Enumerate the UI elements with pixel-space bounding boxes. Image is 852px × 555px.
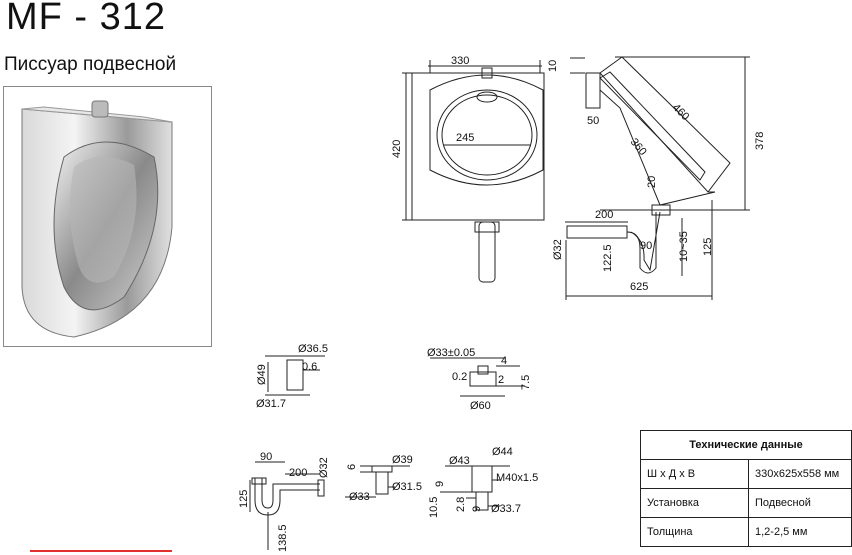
part2-height: 7.5	[520, 375, 532, 390]
part3-diameter: Ø32	[318, 457, 330, 478]
part2-drawing	[430, 357, 525, 397]
part4-right-diameter: Ø31.5	[392, 481, 422, 493]
part1-bottom-diameter: Ø31.7	[256, 398, 286, 410]
part5-top-diameter: Ø44	[492, 446, 513, 458]
part2-bottom-diameter: Ø60	[470, 400, 491, 412]
spec-label: Установка	[640, 488, 749, 518]
product-subtitle: Писсуар подвесной	[4, 54, 177, 75]
side-pipe-length-label: 200	[595, 209, 613, 221]
part5-d: 9	[471, 506, 483, 512]
table-row: Толщина 1,2-2,5 мм	[640, 517, 852, 547]
side-trap-label: 125	[702, 238, 714, 256]
part2-b: 0.2	[452, 371, 467, 383]
spec-value: Подвесной	[748, 488, 852, 518]
part4-height: 6	[346, 464, 358, 470]
side-drop-label: 122.5	[602, 244, 614, 272]
part1-thickness: 0.6	[302, 361, 317, 373]
part4-left-diameter: Ø33	[349, 491, 370, 503]
urinal-illustration	[21, 100, 173, 338]
front-bowl-label: 245	[456, 132, 474, 144]
part3-height: 125	[238, 490, 250, 508]
part2-a: 4	[501, 355, 507, 367]
side-pipe-diameter-label: Ø32	[552, 239, 564, 260]
side-adjust-label: 10~35	[678, 231, 690, 262]
part5-bottom-diameter: Ø33.7	[491, 503, 521, 515]
front-view	[402, 60, 545, 283]
specs-header-row: Технические данные	[640, 430, 852, 460]
spec-label: Ш x Д x В	[640, 459, 749, 489]
side-top-label: 10	[547, 60, 559, 72]
side-drain-label: 20	[646, 176, 658, 188]
side-offset-label: 50	[587, 115, 599, 127]
side-inner-label: 360	[628, 136, 649, 158]
accent-divider	[30, 550, 172, 552]
part5-a: 9	[434, 481, 446, 487]
spec-label: Толщина	[640, 517, 749, 547]
part5-left-diameter: Ø43	[449, 455, 470, 467]
urinal-photo	[3, 86, 212, 347]
part5-thread: M40x1.5	[496, 472, 538, 484]
side-angle-label: 90	[640, 240, 652, 252]
spec-value: 1,2-2,5 мм	[748, 517, 852, 547]
part1-height: Ø49	[256, 364, 268, 385]
table-row: Установка Подвесной	[640, 488, 852, 518]
model-title: MF - 312	[6, 0, 167, 38]
part2-top-diameter: Ø33±0.05	[427, 347, 475, 359]
part3-width: 90	[260, 451, 272, 463]
front-width-label: 330	[451, 55, 469, 67]
side-total-label: 625	[630, 281, 648, 293]
specs-heading: Технические данные	[640, 430, 852, 460]
part5-b: 10.5	[428, 497, 440, 518]
part4-top-diameter: Ø39	[392, 454, 413, 466]
side-height-label: 378	[754, 132, 766, 150]
part3-length: 200	[289, 467, 307, 479]
part2-c: 2	[498, 374, 504, 386]
side-slant-label: 460	[670, 102, 691, 123]
part4-drawing	[345, 465, 410, 498]
specs-table: Технические данные Ш x Д x В 330x625x558…	[640, 430, 852, 547]
front-height-label: 420	[391, 140, 403, 158]
part3-drawing	[249, 461, 325, 550]
part5-c: 2.8	[455, 497, 467, 512]
spec-value: 330x625x558 мм	[748, 459, 852, 489]
table-row: Ш x Д x В 330x625x558 мм	[640, 459, 852, 489]
part5-drawing	[440, 465, 510, 511]
part1-drawing	[265, 355, 325, 396]
side-view	[565, 56, 750, 300]
part3-drop: 138.5	[277, 524, 289, 552]
part1-top-diameter: Ø36.5	[298, 343, 328, 355]
